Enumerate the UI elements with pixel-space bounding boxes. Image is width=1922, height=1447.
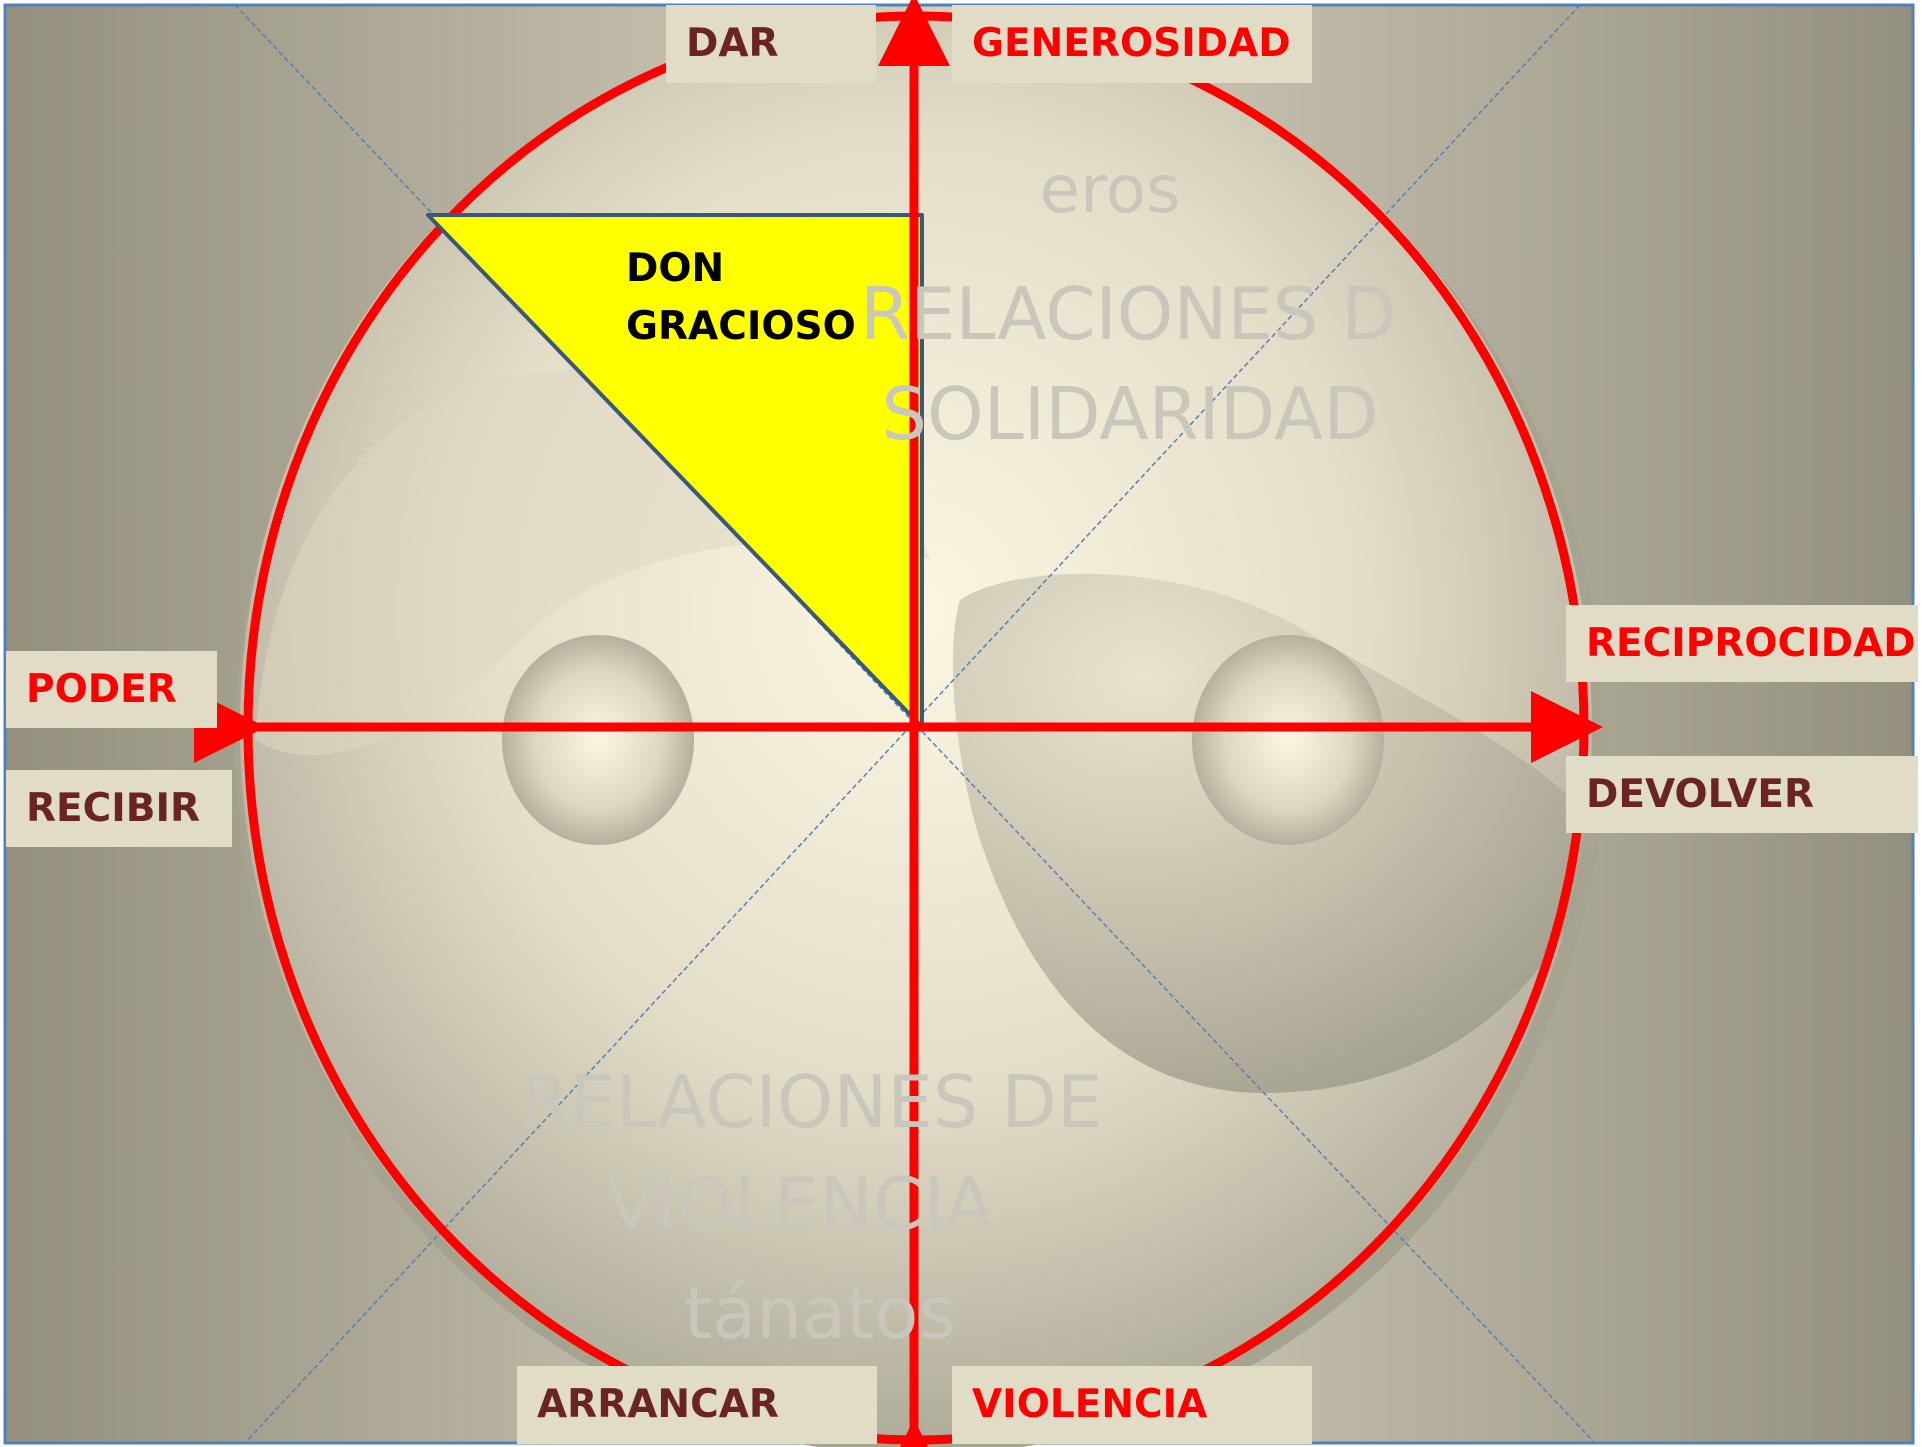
violencia-relaciones-line-2: VIOLENCIA <box>606 1162 994 1246</box>
label-arrancar: ARRANCAR <box>517 1366 877 1444</box>
solidaridad-line-2: SOLIDARIDAD <box>881 372 1379 456</box>
diagonal-line-2 <box>244 4 1581 1444</box>
label-violencia: VIOLENCIA <box>952 1366 1312 1444</box>
label-recibir: RECIBIR <box>6 770 232 847</box>
violencia-relaciones-line-1: RELACIONES DE <box>520 1060 1103 1144</box>
don-text: DON <box>626 246 725 291</box>
don-gracioso-label: DON GRACIOSO <box>626 240 856 356</box>
label-poder: PODER <box>6 651 217 728</box>
label-devolver: DEVOLVER <box>1566 756 1918 833</box>
label-generosidad: GENEROSIDAD <box>952 5 1312 83</box>
solidaridad-block: RELACIONES DE SOLIDARIDAD <box>860 262 1400 462</box>
gracioso-text: GRACIOSO <box>626 304 856 349</box>
label-reciprocidad: RECIPROCIDAD <box>1566 605 1918 682</box>
left-eye <box>502 635 694 845</box>
label-dar: DAR <box>666 5 876 83</box>
right-eye <box>1192 635 1384 845</box>
solidaridad-line-1: RELACIONES DE <box>860 272 1400 356</box>
eros-text: eros <box>1039 151 1181 228</box>
tanatos-text: tánatos <box>684 1271 956 1355</box>
